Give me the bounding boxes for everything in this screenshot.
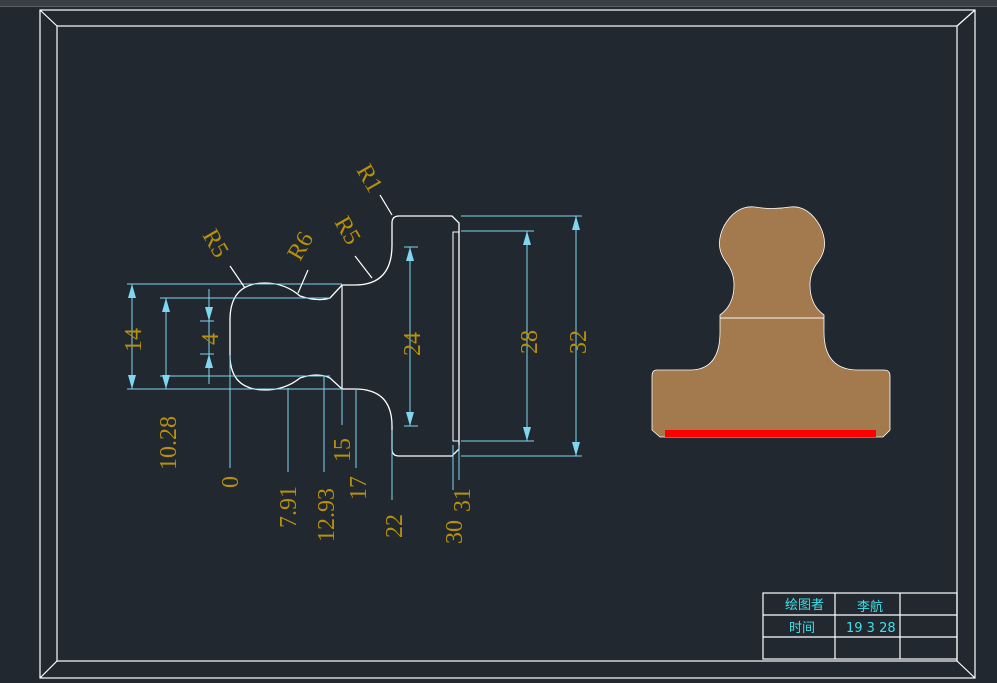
top-toolbar-strip [0, 0, 997, 7]
dim-31: 31 [450, 488, 476, 512]
radius-label-r5-right: R5 [329, 212, 366, 249]
drawer-label: 绘图者 [785, 598, 824, 613]
dim-14: 14 [121, 328, 147, 352]
dim-17: 17 [346, 476, 372, 500]
title-block [762, 592, 958, 660]
drawing-frame [39, 9, 976, 679]
dimension-arrows [128, 216, 580, 456]
dim-32: 32 [566, 330, 592, 354]
dim-15: 15 [330, 438, 356, 462]
dim-22: 22 [382, 514, 408, 538]
dim-7-91: 7.91 [276, 486, 302, 528]
radius-label-r1: R1 [351, 160, 388, 197]
preview-base-highlight [665, 430, 876, 437]
time-label: 时间 [789, 621, 815, 636]
radius-label-r6: R6 [283, 228, 320, 265]
dim-28: 28 [517, 330, 543, 354]
dimension-lines [127, 215, 582, 500]
part-preview-shape[interactable] [651, 206, 891, 438]
dim-10-28: 10.28 [156, 416, 182, 470]
drawer-name: 李航 [857, 599, 883, 615]
dim-12-93: 12.93 [314, 488, 340, 542]
flange-inner-line [452, 231, 460, 442]
dim-4: 4 [198, 333, 224, 345]
dim-30: 30 [442, 520, 468, 544]
radius-label-r5-left: R5 [197, 225, 234, 262]
time-value: 19 3 28 [846, 621, 896, 636]
dim-0: 0 [218, 476, 244, 488]
dim-24: 24 [400, 332, 426, 356]
radius-leaders [229, 194, 393, 294]
